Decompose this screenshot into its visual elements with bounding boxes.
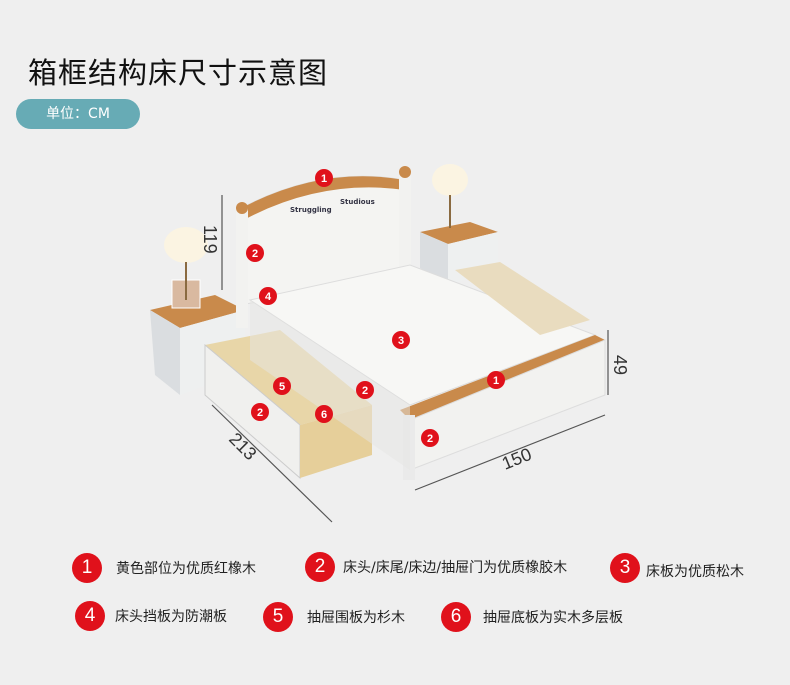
marker-2-headboard: 2 [246, 244, 264, 262]
svg-text:6: 6 [321, 409, 327, 421]
marker-2-side: 2 [356, 381, 374, 399]
legend-number: 4 [75, 601, 105, 631]
legend-item-2: 2 床头/床尾/床边/抽屉门为优质橡胶木 [305, 552, 567, 582]
legend-item-6: 6 抽屉底板为实木多层板 [441, 602, 623, 632]
legend-item-1: 1 黄色部位为优质红橡木 [72, 553, 256, 583]
legend-text: 黄色部位为优质红橡木 [116, 561, 256, 577]
marker-1-headboard: 1 [315, 169, 333, 187]
svg-text:1: 1 [321, 173, 327, 185]
legend-text: 床头/床尾/床边/抽屉门为优质橡胶木 [343, 560, 568, 576]
svg-text:1: 1 [493, 375, 499, 387]
legend-item-3: 3 床板为优质松木 [610, 553, 744, 583]
marker-2-footboard: 2 [421, 429, 439, 447]
svg-text:2: 2 [257, 407, 263, 419]
legend-number: 5 [263, 602, 293, 632]
marker-6: 6 [315, 405, 333, 423]
legend-text: 抽屉围板为杉木 [307, 610, 405, 626]
legend-number: 6 [441, 602, 471, 632]
headboard-text-1: Struggling [290, 206, 332, 214]
legend-text: 抽屉底板为实木多层板 [483, 610, 623, 626]
page-title: 箱框结构床尺寸示意图 [28, 56, 329, 90]
legend-text: 床头挡板为防潮板 [115, 609, 227, 625]
svg-text:2: 2 [362, 385, 368, 397]
legend-item-5: 5 抽屉围板为杉木 [263, 602, 405, 632]
legend-number: 1 [72, 553, 102, 583]
svg-text:2: 2 [427, 433, 433, 445]
svg-text:5: 5 [279, 381, 285, 393]
unit-badge: 单位：CM [16, 99, 140, 129]
svg-text:3: 3 [398, 335, 404, 347]
dim-side-height: 49 [610, 355, 630, 375]
dim-width: 150 [499, 444, 534, 474]
legend-text: 床板为优质松木 [646, 564, 744, 580]
dim-height: 119 [200, 225, 220, 254]
legend-number: 3 [610, 553, 640, 583]
headboard-text-2: Studious [340, 198, 375, 206]
legend-item-4: 4 床头挡板为防潮板 [75, 601, 227, 631]
svg-text:4: 4 [265, 291, 272, 303]
svg-text:2: 2 [252, 248, 258, 260]
marker-5: 5 [273, 377, 291, 395]
marker-2-drawer: 2 [251, 403, 269, 421]
marker-1-footboard: 1 [487, 371, 505, 389]
marker-4: 4 [259, 287, 277, 305]
legend-number: 2 [305, 552, 335, 582]
marker-3: 3 [392, 331, 410, 349]
